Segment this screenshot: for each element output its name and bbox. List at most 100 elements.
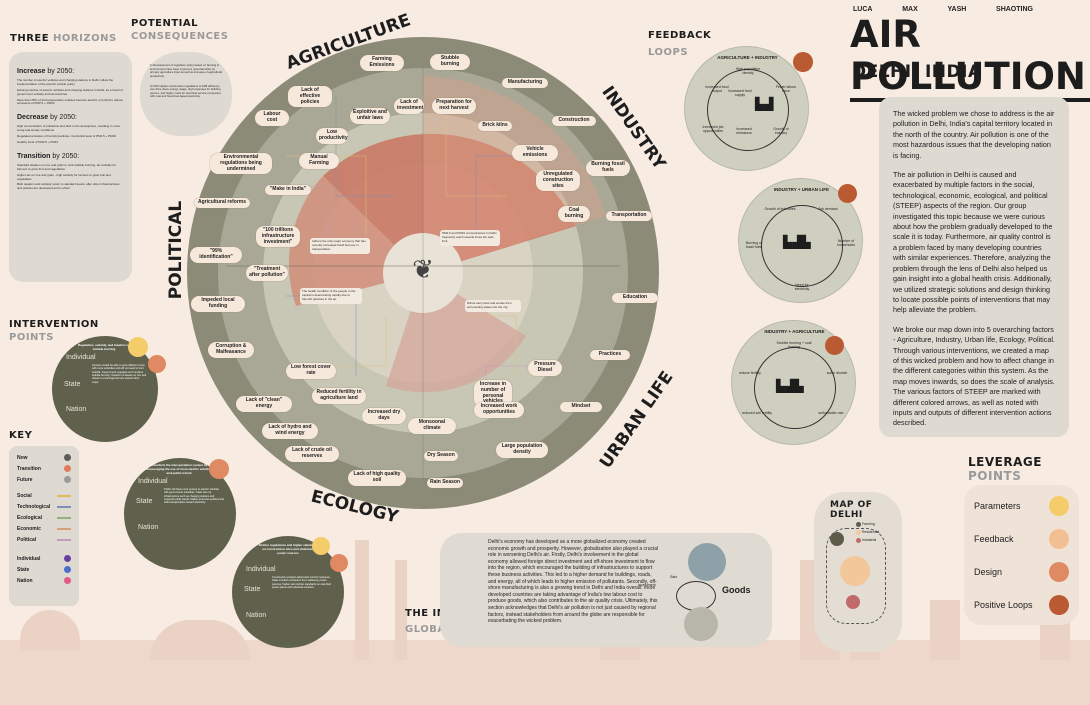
factory-icon: ▙▟▙ xyxy=(783,235,811,249)
goods-label: Goods xyxy=(722,585,751,595)
intervention-note: Construction projects adopt dust control… xyxy=(272,576,332,590)
node: Coal burning xyxy=(558,206,590,222)
key-title: KEY xyxy=(9,430,33,441)
loop-label: Growth of industries xyxy=(764,207,796,211)
description-paragraph: The air pollution in Delhi is caused and… xyxy=(893,170,1053,315)
description-paragraph: We broke our map down into 5 overarching… xyxy=(893,324,1055,428)
description-panel: The wicked problem we chose to address i… xyxy=(879,97,1069,437)
node: Environmental regulations being undermin… xyxy=(210,153,272,175)
intervention-heading: Stricter regulations and higher standard… xyxy=(258,543,318,555)
key-row: Economic xyxy=(17,523,71,534)
node: Lack of hydro and wind energy xyxy=(262,423,318,439)
loop-label: sulfur dioxide xyxy=(826,371,848,375)
author: SHAOTING xyxy=(996,6,1033,13)
map-of-delhi-panel: MAP OF DELHI Farming Residential Industr… xyxy=(814,492,902,652)
industrial-region xyxy=(846,595,860,609)
leverage-points-panel: Parameters Feedback Design Positive Loop… xyxy=(964,485,1079,625)
node: Transportation xyxy=(606,211,652,221)
map-title: MAP OF DELHI xyxy=(830,500,873,520)
node: Labour cost xyxy=(255,110,289,126)
intervention-heading: Transform the transportation system by e… xyxy=(146,463,212,475)
center-note: India is the only major economy that has… xyxy=(310,238,370,254)
delhi-map-icon xyxy=(684,607,718,641)
lungs-icon: ❦ xyxy=(412,254,434,284)
node: Exploitive and unfair laws xyxy=(350,108,390,124)
positive-loops-dot xyxy=(793,52,813,72)
node: Corruption & Malfeasance xyxy=(208,342,254,358)
node: Increased work opportunities xyxy=(474,402,524,418)
node: Low productivity xyxy=(316,128,348,144)
node: "99% identification" xyxy=(190,247,242,263)
design-dot xyxy=(209,459,229,479)
node: "Treatment after pollution" xyxy=(246,265,288,281)
loop-label: Growth of industry xyxy=(773,127,789,136)
node: Dry Season xyxy=(424,451,458,461)
leverage-row: Parameters xyxy=(974,489,1069,522)
node: Pressure Diesel xyxy=(528,360,562,376)
key-row: Technological xyxy=(17,501,71,512)
center-note: Winds carry dust and smoke from surround… xyxy=(465,300,521,312)
horizon-note: More than 25% of all transportation vehi… xyxy=(17,97,124,106)
loop-label: Number of households xyxy=(837,239,855,248)
intervention-circle: Stricter regulations and higher standard… xyxy=(232,536,344,648)
intervention-note: Public will have more access to electric… xyxy=(164,488,224,505)
loop-label: Burning of fossil fuels xyxy=(745,241,763,250)
factory-icon: ▙▟▙ xyxy=(776,379,804,393)
loop-label: Job demand xyxy=(818,207,838,211)
leverage-row: Positive Loops xyxy=(974,588,1069,621)
parameters-dot xyxy=(312,537,330,555)
loop-title: INDUSTRY + URBAN LIFE xyxy=(773,187,830,192)
node: Farming Emissions xyxy=(360,55,404,71)
three-horizons-panel: Increase by 2050: The number of electric… xyxy=(9,52,132,282)
key-row: Individual xyxy=(17,553,71,564)
key-row: Future xyxy=(17,474,71,485)
loop-label: Fewer labour force xyxy=(775,85,797,94)
horizon-note: Existing number of electric vehicles and… xyxy=(17,87,123,96)
node: "100 trillions infrastructure investment… xyxy=(256,226,300,248)
node: Preparation for next harvest xyxy=(432,98,476,114)
node: "Make in India" xyxy=(265,185,311,195)
globalization-panel: Delhi's economy has developed as a more … xyxy=(440,533,772,647)
sale-label: Sale xyxy=(670,575,678,579)
key-panel: Now Transition Future Social Technologic… xyxy=(9,446,79,606)
node: Impeded local funding xyxy=(191,296,245,312)
key-row: Social xyxy=(17,490,71,501)
page-subtitle: DELHI, INDIA xyxy=(852,62,982,82)
loop-label: sulfur/acidic rain xyxy=(818,411,844,415)
authors: LUCA MAX YASH SHAOTING xyxy=(853,6,1033,13)
node: Stubble burning xyxy=(430,54,470,70)
node: Lack of crude oil reserves xyxy=(285,446,339,462)
node: Increased dry days xyxy=(362,408,406,424)
positive-loops-dot xyxy=(825,336,844,355)
node: Unregulated construction sites xyxy=(536,170,580,192)
leverage-row: Feedback xyxy=(974,522,1069,555)
loop-title: INDUSTRY + AGRICULTURE xyxy=(764,329,825,334)
key-row: Transition xyxy=(17,463,71,474)
horizon-note: Higher tax on rice and grain - high subs… xyxy=(17,172,111,181)
scale-label: Nation xyxy=(138,524,159,531)
scale-label: Nation xyxy=(66,406,87,413)
positive-loops-dot xyxy=(838,184,857,203)
scale-label: State xyxy=(136,498,153,505)
leverage-points-title: LEVERAGE POINTS xyxy=(968,455,1042,483)
loop-title: AGRICULTURE + INDUSTRY xyxy=(717,55,778,60)
node: Practices xyxy=(590,350,630,360)
parameters-dot xyxy=(128,337,148,357)
scale-label: Individual xyxy=(66,354,96,361)
three-horizons-title: THREE HORIZONS xyxy=(10,33,117,44)
author: LUCA xyxy=(853,6,873,13)
loop-label: Increased emissions xyxy=(736,127,752,136)
design-dot xyxy=(148,355,166,373)
page-title: AIR POLLUTION xyxy=(850,14,1090,102)
key-row: State xyxy=(17,564,71,575)
node: Lack of high quality soil xyxy=(348,470,406,486)
factory-icon: ▙▟ xyxy=(755,97,774,111)
node: Large population density xyxy=(496,442,548,458)
horizon-note: High concentration of pollutants and dus… xyxy=(17,124,121,133)
node: Manual Farming xyxy=(299,153,339,169)
key-row: Ecological xyxy=(17,512,71,523)
node: Monsoonal climate xyxy=(408,418,456,434)
loop-label: Stubble burning + coal burning xyxy=(776,341,812,350)
node: Education xyxy=(612,293,658,303)
